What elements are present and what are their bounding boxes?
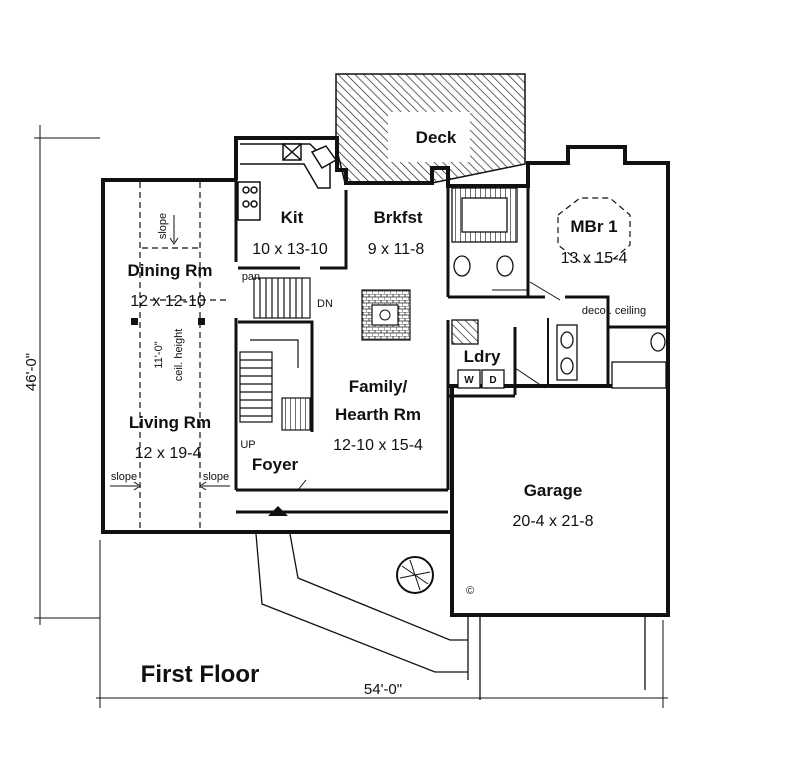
column-markers — [131, 318, 205, 325]
room-family-name: Family/ — [349, 377, 408, 396]
slope-dining-label: slope — [157, 213, 169, 239]
door-swings — [297, 281, 561, 491]
bath-fixtures — [451, 187, 667, 389]
kitchen-counters — [237, 143, 338, 221]
slope-left-label: slope — [111, 471, 137, 483]
dashed-separators — [139, 182, 631, 530]
washer-label: W — [464, 375, 474, 386]
room-living-name: Living Rm — [129, 413, 211, 432]
overall-width-label: 54'-0" — [364, 681, 402, 698]
room-breakfast-size: 9 x 11-8 — [368, 241, 425, 258]
room-breakfast-name: Brkfst — [373, 208, 422, 227]
room-foyer-name: Foyer — [252, 455, 299, 474]
room-kitchen-name: Kit — [281, 208, 304, 227]
copyright-mark: © — [466, 585, 474, 597]
room-family-name-line2: Hearth Rm — [335, 405, 421, 424]
front-walkway — [255, 533, 646, 700]
slope-arrows — [110, 215, 230, 491]
entry-arrow-icon — [268, 506, 288, 516]
dimension-lines — [34, 125, 668, 708]
staircase — [239, 277, 311, 431]
room-family-size: 12-10 x 15-4 — [333, 437, 423, 454]
ceiling-height-label-2: ceil. height — [173, 329, 185, 382]
ceiling-height-label: 11'-0" — [153, 341, 165, 368]
exterior-walls — [101, 136, 670, 617]
pantry-label: pan — [242, 271, 260, 283]
floor-title: First Floor — [141, 661, 260, 688]
decor-ceiling-label: decor. ceiling — [582, 305, 646, 317]
room-deck-name: Deck — [416, 128, 457, 147]
room-master-bedroom-name: MBr 1 — [570, 217, 617, 236]
room-living-size: 12 x 19-4 — [135, 445, 202, 462]
washer-dryer — [457, 369, 505, 389]
room-garage-name: Garage — [524, 481, 583, 500]
slope-right-label: slope — [203, 471, 229, 483]
room-dining-name: Dining Rm — [128, 261, 213, 280]
room-dining-size: 12 x 12-10 — [130, 293, 206, 310]
room-kitchen-size: 10 x 13-10 — [252, 241, 328, 258]
room-garage-size: 20-4 x 21-8 — [513, 513, 594, 530]
overall-depth-label: 46'-0" — [23, 353, 40, 391]
room-laundry-name: Ldry — [464, 347, 501, 366]
dryer-label: D — [489, 375, 496, 386]
hearth-fireplace — [361, 289, 411, 341]
down-stairs-label: DN — [317, 298, 333, 310]
room-master-bedroom-size: 13 x 15-4 — [561, 250, 628, 267]
up-stairs-label: UP — [240, 439, 255, 451]
interior-walls — [234, 180, 668, 514]
